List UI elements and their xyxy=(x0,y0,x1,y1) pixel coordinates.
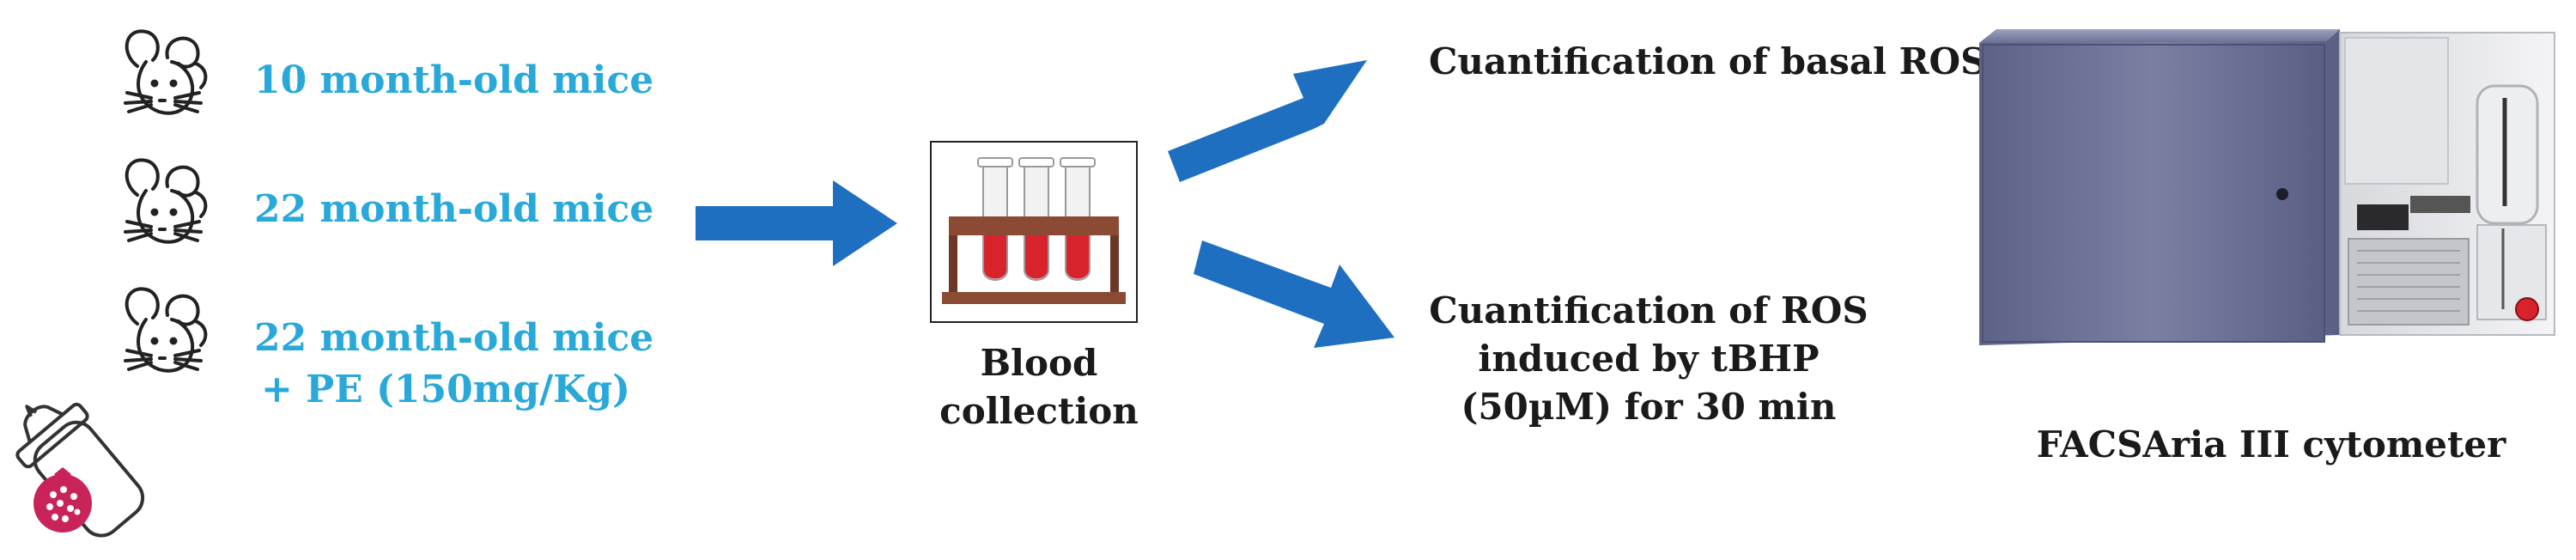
test-tube-rack-icon xyxy=(930,141,1138,323)
group-label-10-month: 10 month-old mice xyxy=(254,58,654,102)
induced-ros-line3: (50µM) for 30 min xyxy=(1461,386,1837,428)
arrow-to-induced-ros xyxy=(1194,240,1394,348)
arrow-to-basal-ros xyxy=(1168,60,1367,182)
blood-collection-label: Blood collection xyxy=(939,342,1139,432)
arrow-to-collection xyxy=(696,180,897,266)
cytometer-image xyxy=(1979,29,2555,345)
group-label-22-month-pe-line1: 22 month-old mice xyxy=(254,316,654,360)
basal-ros-label: Cuantification of basal ROS xyxy=(1429,40,1987,82)
mouse-icon xyxy=(124,29,208,115)
instrument-label: FACSAria III cytometer xyxy=(2036,423,2506,466)
induced-ros-line1: Cuantification of ROS xyxy=(1429,289,1868,332)
mouse-icon xyxy=(124,287,208,373)
mouse-icon xyxy=(124,158,208,244)
induced-ros-line2: induced by tBHP xyxy=(1478,338,1820,380)
pomegranate-icon xyxy=(33,467,92,533)
group-label-22-month: 22 month-old mice xyxy=(254,187,654,231)
group-label-22-month-pe-line2: + PE (150mg/Kg) xyxy=(260,368,630,411)
